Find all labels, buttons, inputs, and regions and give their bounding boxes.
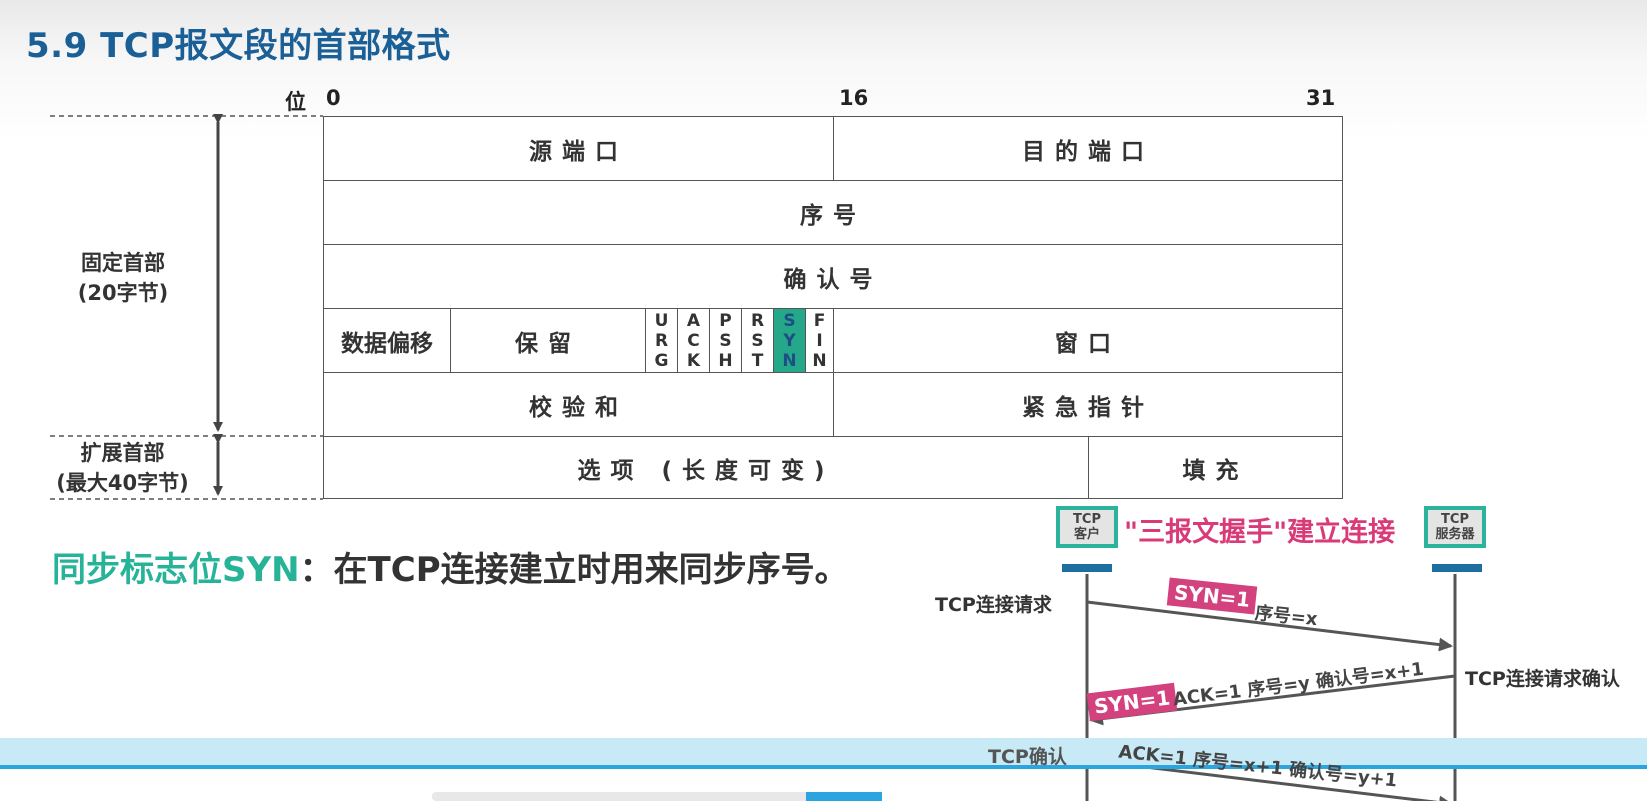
data-offset-cell: 数据偏移 (323, 308, 451, 373)
bit-31: 31 (1306, 86, 1336, 110)
tcp-server-host: TCP 服务器 (1424, 506, 1486, 548)
video-progress-line (0, 765, 1647, 769)
extended-header-line2: (最大40字节) (56, 471, 189, 495)
reserved-cell: 保留 (450, 308, 646, 373)
handshake-title: "三报文握手"建立连接 (1124, 517, 1396, 548)
bit-16: 16 (839, 86, 869, 110)
flag-letter: N (812, 350, 827, 371)
client-stand (1062, 564, 1112, 572)
flag-letter: S (751, 330, 764, 351)
flag-letter: R (750, 310, 765, 331)
fixed-header-line1: 固定首部 (81, 251, 165, 275)
tcp-client-host: TCP 客户 (1056, 506, 1118, 548)
flag-letter: R (654, 330, 669, 351)
bit-label: 位 (285, 90, 306, 114)
extended-header-label: 扩展首部 (最大40字节) (40, 438, 205, 498)
extended-header-line1: 扩展首部 (80, 441, 165, 465)
step3-label: TCP确认 (988, 746, 1067, 768)
page-title: 5.9 TCP报文段的首部格式 (26, 26, 451, 66)
flag-letter: A (686, 310, 701, 331)
flag-letter: G (654, 350, 669, 371)
flag-letter: I (816, 330, 823, 351)
scrollbar-track[interactable] (432, 792, 882, 801)
syn-description: 同步标志位SYN：在TCP连接建立时用来同步序号。 (52, 542, 849, 591)
step2-label: TCP连接请求确认 (1465, 668, 1620, 690)
step1-arrow (1086, 600, 1453, 652)
sequence-number-cell: 序号 (323, 180, 1343, 245)
flag-letter: Y (783, 330, 796, 351)
flag-letter: C (687, 330, 700, 351)
flag-letter: P (719, 310, 732, 331)
ack-number-cell: 确认号 (323, 244, 1343, 309)
source-port-cell: 源端口 (323, 116, 834, 181)
fixed-header-line2: (20字节) (77, 281, 169, 305)
syn-description-highlight: 同步标志位SYN (52, 550, 300, 590)
destination-port-cell: 目的端口 (833, 116, 1343, 181)
flag-letter: H (718, 350, 733, 371)
flag-letter: K (686, 350, 701, 371)
flag-letter: S (719, 330, 732, 351)
flag-letter: S (783, 310, 796, 331)
bit-0: 0 (326, 86, 341, 110)
flag-letter: N (782, 350, 797, 371)
step1-label: TCP连接请求 (935, 594, 1052, 616)
client-line2: 客户 (1073, 527, 1100, 542)
scrollbar-thumb[interactable] (806, 792, 882, 801)
server-stand (1432, 564, 1482, 572)
server-line1: TCP (1441, 512, 1469, 527)
video-overlay-band (0, 738, 1647, 768)
syn-description-text: ：在TCP连接建立时用来同步序号。 (299, 550, 849, 590)
flag-letter: U (654, 310, 669, 331)
urgent-pointer-cell: 紧急指针 (833, 372, 1343, 437)
flag-letter: F (813, 310, 826, 331)
server-line2: 服务器 (1435, 527, 1475, 542)
fixed-header-label: 固定首部 (20字节) (48, 248, 198, 308)
client-line1: TCP (1073, 512, 1101, 527)
padding-cell: 填充 (1088, 436, 1343, 499)
options-cell: 选项 (长度可变) (323, 436, 1089, 499)
flag-letter: T (751, 350, 764, 371)
